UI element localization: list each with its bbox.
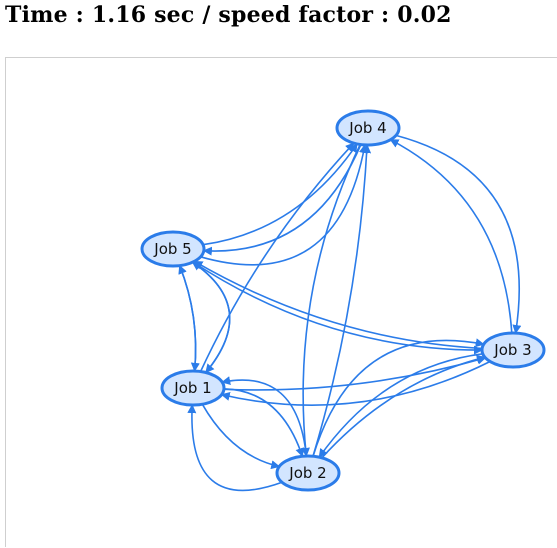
node-job1[interactable]: Job 1 (160, 369, 226, 407)
edge-job1-to-job2[interactable] (223, 388, 305, 458)
edge-job3-to-job5[interactable] (193, 260, 483, 350)
page-title: Time : 1.16 sec / speed factor : 0.02 (5, 2, 452, 28)
edge-job4-to-job5[interactable] (202, 144, 362, 256)
node-job3-shape[interactable] (480, 331, 546, 369)
network-graph[interactable]: Job 1 Job 2 Job 3 Job 4 Job 5 (6, 58, 557, 548)
node-job1-label: Job 1 (173, 379, 211, 397)
edge-job2-to-job1[interactable] (187, 404, 283, 492)
node-job2[interactable]: Job 2 (275, 454, 341, 492)
edge-job5-to-job4[interactable] (202, 143, 358, 246)
edge-job3-to-job1[interactable] (220, 360, 491, 406)
node-job5-shape[interactable] (140, 230, 206, 268)
nodes-layer: Job 1 Job 2 Job 3 Job 4 Job 5 (140, 109, 546, 492)
edge-job2-to-job1[interactable] (221, 376, 308, 457)
edge-job5-to-job1[interactable] (192, 261, 231, 374)
node-job5[interactable]: Job 5 (140, 230, 206, 268)
edge-job1-to-job2[interactable] (201, 403, 281, 470)
edge-job4-to-job2[interactable] (301, 144, 361, 457)
edge-job2-to-job3[interactable] (312, 338, 485, 457)
node-job3[interactable]: Job 3 (480, 331, 546, 369)
edge-job2-to-job4[interactable] (312, 144, 372, 457)
edge-job1-to-job4[interactable] (199, 142, 355, 372)
edge-job5-to-job4[interactable] (200, 144, 368, 266)
edge-job1-to-job3[interactable] (223, 355, 487, 391)
edge-job3-to-job2[interactable] (318, 353, 483, 458)
edge-job4-to-job3[interactable] (395, 134, 522, 334)
edges-layer (178, 134, 522, 492)
edge-job3-to-job4[interactable] (389, 138, 513, 334)
node-job4-label: Job 4 (348, 119, 386, 137)
node-job3-label: Job 3 (493, 341, 531, 359)
edge-job5-to-job3[interactable] (192, 261, 483, 355)
edge-job1-to-job5[interactable] (191, 261, 231, 374)
edge-job5-to-job1[interactable] (178, 265, 200, 372)
edge-job2-to-job3[interactable] (321, 354, 486, 459)
node-job5-label: Job 5 (153, 240, 191, 258)
node-job4-shape[interactable] (335, 109, 401, 147)
node-job2-shape[interactable] (275, 454, 341, 492)
node-job4[interactable]: Job 4 (335, 109, 401, 147)
node-job2-label: Job 2 (288, 464, 326, 482)
network-graph-canvas[interactable]: Job 1 Job 2 Job 3 Job 4 Job 5 (5, 57, 557, 547)
node-job1-shape[interactable] (160, 369, 226, 407)
